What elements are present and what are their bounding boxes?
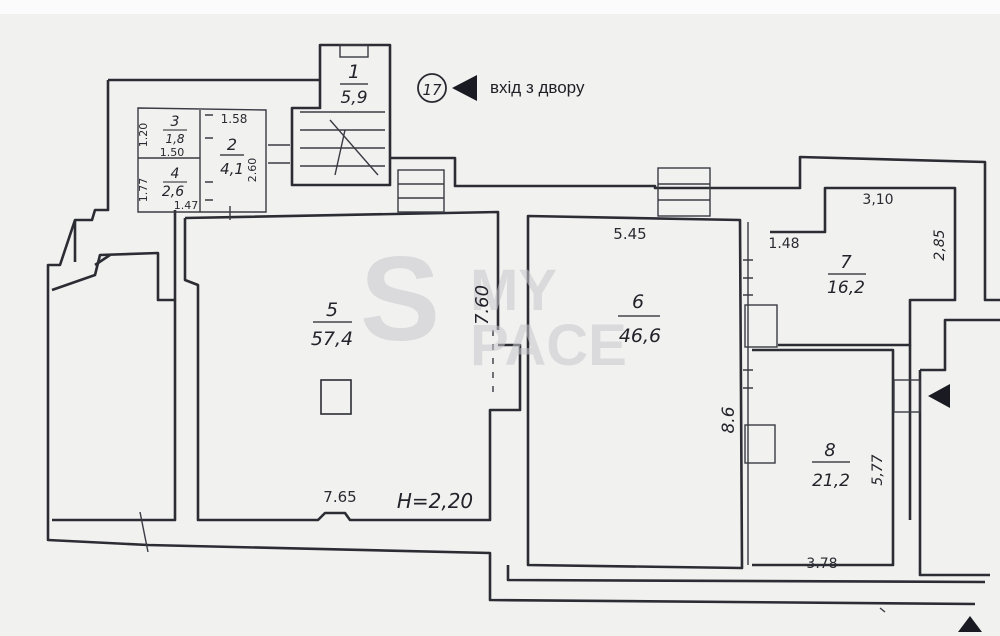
dim-2-85: 2,85: [932, 229, 948, 260]
room-5-number: 5: [326, 299, 338, 321]
room-3-number: 3: [171, 114, 180, 130]
room-2-number: 2: [227, 135, 237, 154]
ceiling-height: H=2,20: [397, 489, 473, 513]
entrance-marker: 17: [422, 81, 442, 99]
watermark-line2: PACE: [470, 313, 627, 378]
dim-7-65: 7.65: [323, 488, 356, 506]
dim-1-50: 1.50: [160, 146, 185, 159]
dim-1-47: 1.47: [174, 199, 199, 212]
room-7-area: 16,2: [827, 278, 865, 298]
entrance-marker-circle: [417, 73, 447, 103]
room-3-area: 1,8: [165, 132, 184, 146]
dimensions: 1.20 1.58 1.50 2.60 1.77 1.47 7.60 7.65 …: [137, 112, 948, 572]
dim-1-77: 1.77: [137, 178, 150, 203]
side-entrance-arrow-icon: [928, 384, 950, 408]
dim-7-60: 7.60: [472, 285, 493, 325]
dim-1-48: 1.48: [768, 236, 799, 252]
entrance: 17 вхід з двору: [417, 73, 982, 632]
dim-2-60: 2.60: [246, 158, 259, 183]
room-4-area: 2,6: [162, 184, 184, 200]
dim-5-45: 5.45: [613, 225, 646, 243]
room-7-number: 7: [840, 252, 852, 273]
room-1-number: 1: [348, 61, 360, 83]
bottom-entrance-arrow-icon: [958, 616, 982, 632]
column: [320, 379, 352, 415]
wall-ticks: [139, 114, 886, 613]
dim-1-58: 1.58: [221, 112, 248, 126]
dim-3-78: 3.78: [806, 556, 837, 572]
room-4-number: 4: [171, 166, 180, 182]
dim-1-20: 1.20: [137, 123, 150, 148]
watermark: S MY PACE: [360, 232, 627, 378]
entrance-arrow-icon: [452, 75, 477, 101]
dim-3-10: 3,10: [862, 192, 893, 208]
top-margin: [0, 0, 1000, 14]
watermark-line1: MY: [470, 258, 557, 323]
room-1-area: 5,9: [340, 88, 367, 108]
room-8-area: 21,2: [812, 471, 850, 491]
room-2-area: 4,1: [220, 160, 244, 178]
entrance-label: вхід з двору: [490, 78, 585, 97]
dim-8-6: 8.6: [719, 406, 739, 433]
room-labels: 1 5,9 2 4,1 3 1,8 4 2,6 5 57,4 6 46,6 7 …: [162, 61, 866, 491]
room-6-number: 6: [632, 291, 644, 313]
room-6-area: 46,6: [619, 325, 661, 347]
watermark-logo-icon: S: [360, 232, 440, 366]
dim-5-77: 5,77: [870, 454, 886, 485]
walls: [46, 43, 1000, 606]
room-5-area: 57,4: [311, 328, 353, 350]
room-8-number: 8: [824, 440, 835, 461]
